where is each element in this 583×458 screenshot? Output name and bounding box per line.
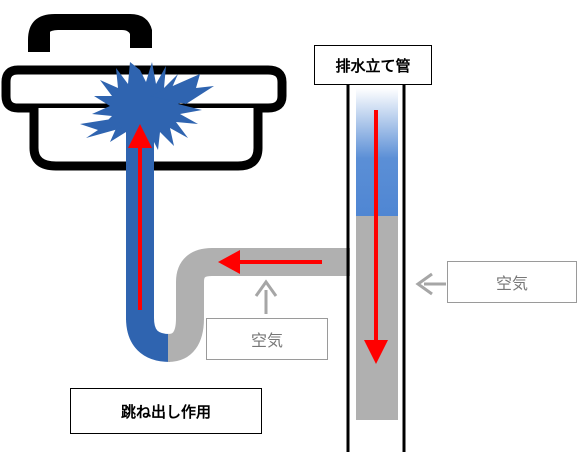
branch-pipe bbox=[176, 248, 350, 320]
flow-arrows bbox=[128, 110, 388, 364]
air-label-bottom: 空気 bbox=[206, 318, 328, 360]
air-arrow-right bbox=[415, 272, 446, 296]
stack-pipe-label: 排水立て管 bbox=[314, 45, 432, 85]
air-label-right: 空気 bbox=[447, 261, 577, 303]
downflow-arrow bbox=[364, 110, 388, 364]
air-arrow-up bbox=[254, 279, 278, 314]
stack-pipe bbox=[346, 84, 406, 452]
upflow-arrow bbox=[128, 124, 152, 310]
trap-bend-air bbox=[166, 317, 204, 362]
air-arrows bbox=[254, 272, 446, 314]
faucet-icon bbox=[28, 14, 152, 52]
splash-action-label: 跳ね出し作用 bbox=[70, 388, 262, 434]
backflow-arrow bbox=[218, 250, 322, 274]
trap-bend-water bbox=[126, 317, 171, 362]
water-splash-icon bbox=[80, 62, 214, 152]
